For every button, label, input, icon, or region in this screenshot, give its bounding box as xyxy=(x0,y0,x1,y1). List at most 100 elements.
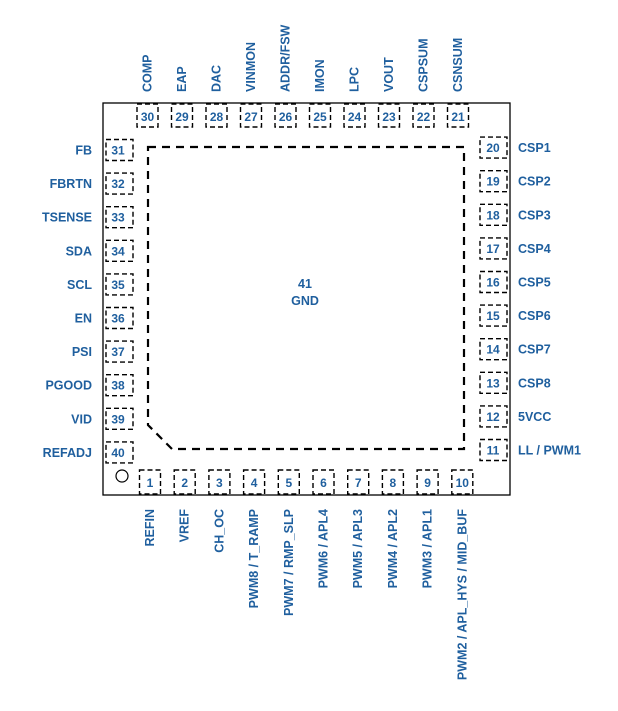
pin-number-25: 25 xyxy=(313,110,327,124)
pin-number-19: 19 xyxy=(486,175,500,189)
pin-box-26 xyxy=(274,103,297,128)
pin-number-13: 13 xyxy=(486,376,500,390)
pin-number-12: 12 xyxy=(486,410,500,424)
pin-number-34: 34 xyxy=(111,244,125,258)
pin-box-6 xyxy=(312,469,335,495)
pin-number-21: 21 xyxy=(451,110,465,124)
pin-number-35: 35 xyxy=(111,278,125,292)
pin-label-27: VINMON xyxy=(244,42,258,92)
pin-label-22: CSPSUM xyxy=(417,39,431,92)
pin-label-18: CSP3 xyxy=(518,208,551,222)
pin-number-36: 36 xyxy=(111,312,125,326)
pin-box-22 xyxy=(412,103,435,128)
pin-box-30 xyxy=(136,103,159,128)
pin-box-1 xyxy=(138,469,162,495)
pin-label-32: FBRTN xyxy=(50,177,92,191)
pin-label-10: PWM2 / APL_HYS / MID_BUF xyxy=(455,509,469,680)
pin-number-9: 9 xyxy=(424,476,431,490)
pin-label-37: PSI xyxy=(72,345,92,359)
pin-box-4 xyxy=(242,469,266,495)
pin-box-8 xyxy=(381,469,405,495)
pin-label-14: CSP7 xyxy=(518,343,551,357)
pin-label-4: PWM8 / T_RAMP xyxy=(247,509,261,608)
pin-label-24: LPC xyxy=(348,67,362,92)
pin-number-18: 18 xyxy=(486,208,500,222)
pin-label-16: CSP5 xyxy=(518,276,551,290)
pin-label-8: PWM4 / APL2 xyxy=(386,509,400,588)
pin-number-2: 2 xyxy=(181,476,188,490)
pin1-indicator xyxy=(115,469,129,483)
pin-number-1: 1 xyxy=(147,476,154,490)
pin-label-21: CSNSUM xyxy=(451,38,465,92)
pin-label-36: EN xyxy=(75,312,92,326)
pin-number-33: 33 xyxy=(111,211,125,225)
pin-number-5: 5 xyxy=(285,476,292,490)
pin-number-23: 23 xyxy=(382,110,396,124)
pin-box-27 xyxy=(239,103,263,128)
pin-box-3 xyxy=(208,469,231,495)
pin-label-39: VID xyxy=(71,412,92,426)
pin-number-20: 20 xyxy=(486,141,500,155)
pin-number-22: 22 xyxy=(417,110,431,124)
pin-number-31: 31 xyxy=(111,144,125,158)
pin-number-15: 15 xyxy=(486,309,500,323)
pin-label-2: VREF xyxy=(178,509,192,543)
pin-label-35: SCL xyxy=(67,278,92,292)
pin-label-3: CH_OC xyxy=(212,509,226,553)
pin-number-16: 16 xyxy=(486,276,500,290)
pin-number-37: 37 xyxy=(111,345,125,359)
pin-box-10 xyxy=(451,469,474,495)
pin-box-9 xyxy=(416,469,439,495)
package-outline xyxy=(102,102,511,496)
pin-box-5 xyxy=(277,469,300,495)
pin-label-6: PWM6 / APL4 xyxy=(317,509,331,588)
pin-box-28 xyxy=(205,103,228,128)
pin-box-21 xyxy=(446,103,470,128)
pin-label-7: PWM5 / APL3 xyxy=(351,509,365,588)
pin-number-11: 11 xyxy=(487,444,500,458)
exposed-pad-outline xyxy=(146,145,466,451)
pin-label-5: PWM7 / RMP_SLP xyxy=(282,509,296,616)
pin-number-7: 7 xyxy=(355,476,362,490)
pin-label-11: LL / PWM1 xyxy=(518,444,581,458)
pin-number-27: 27 xyxy=(244,110,258,124)
pin-label-33: TSENSE xyxy=(42,211,92,225)
pin-box-2 xyxy=(173,469,196,495)
pin-box-24 xyxy=(343,103,366,128)
pin-number-3: 3 xyxy=(216,476,223,490)
pin-label-15: CSP6 xyxy=(518,309,551,323)
center-pad-name: GND xyxy=(291,294,319,308)
pin-label-40: REFADJ xyxy=(43,446,92,460)
pin-number-26: 26 xyxy=(279,110,293,124)
pin-box-29 xyxy=(170,103,194,128)
pin-label-30: COMP xyxy=(141,55,155,93)
pin-number-39: 39 xyxy=(111,412,125,426)
pin-label-19: CSP2 xyxy=(518,175,551,189)
pin-number-8: 8 xyxy=(390,476,397,490)
pin-number-29: 29 xyxy=(175,110,189,124)
pin-box-23 xyxy=(377,103,401,128)
pin-box-25 xyxy=(308,103,332,128)
pin-number-24: 24 xyxy=(348,110,362,124)
pin-number-10: 10 xyxy=(456,476,470,490)
pin-label-17: CSP4 xyxy=(518,242,551,256)
pin-number-14: 14 xyxy=(486,343,500,357)
pin-label-31: FB xyxy=(75,144,92,158)
pin-number-30: 30 xyxy=(141,110,155,124)
pin-box-7 xyxy=(347,469,370,495)
pin-label-13: CSP8 xyxy=(518,376,551,390)
pin-label-29: EAP xyxy=(175,66,189,92)
pin-label-1: REFIN xyxy=(143,509,157,547)
pin-label-25: IMON xyxy=(313,59,327,92)
pin-label-23: VOUT xyxy=(382,57,396,92)
pin-label-38: PGOOD xyxy=(45,379,92,393)
pin-number-40: 40 xyxy=(111,446,125,460)
pin-number-38: 38 xyxy=(111,379,125,393)
pin-label-12: 5VCC xyxy=(518,410,551,424)
pin-number-32: 32 xyxy=(111,177,125,191)
pin-number-4: 4 xyxy=(251,476,258,490)
pin-label-26: ADDR/FSW xyxy=(279,24,293,92)
